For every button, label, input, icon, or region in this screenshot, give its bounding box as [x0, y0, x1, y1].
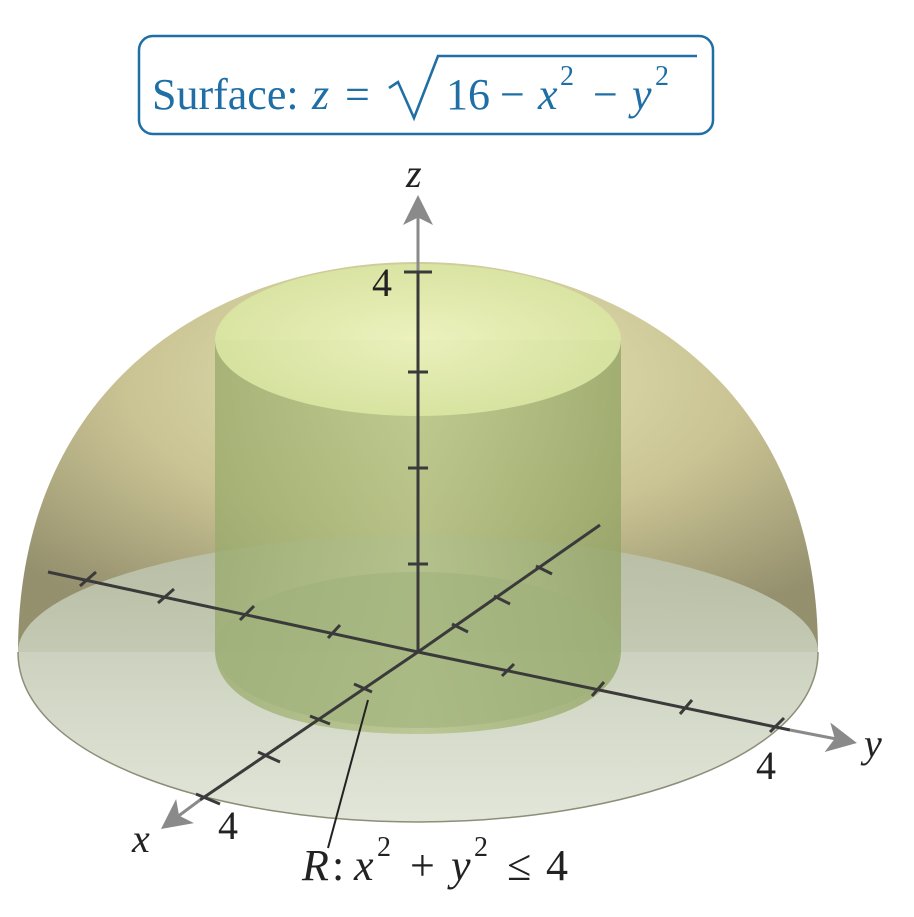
- region-y-exp: 2: [474, 832, 488, 863]
- radicand-minus-2: −: [593, 70, 618, 119]
- x-axis-label: x: [131, 816, 150, 861]
- radicand-y: y: [628, 70, 652, 119]
- y-axis-arrow-icon: [789, 722, 857, 752]
- x-axis-negative: [417, 523, 601, 654]
- radical-sign-icon: [388, 54, 697, 122]
- base-disk-edge: [17, 651, 819, 823]
- region-colon: :: [332, 841, 344, 890]
- surface-var-z: z: [311, 70, 329, 119]
- z-axis-label: z: [405, 151, 422, 196]
- region-leader-line: [327, 699, 369, 849]
- region-x: x: [353, 841, 374, 890]
- axes: [47, 195, 857, 829]
- region-label: R : x 2 + y 2 ≤ 4: [301, 832, 568, 890]
- radicand-x-exp: 2: [560, 61, 574, 92]
- surface-label: Surface:: [152, 70, 299, 119]
- surface-equation-box: Surface: z = 16 − x 2 − y 2: [137, 34, 715, 136]
- x-axis: [199, 650, 419, 802]
- radicand-y-exp: 2: [655, 61, 669, 92]
- tick-marks: [79, 370, 786, 806]
- y-axis-label: y: [860, 721, 882, 766]
- region-leq: ≤: [507, 841, 531, 890]
- region-r: R: [301, 841, 329, 890]
- z-tick-label: 4: [372, 260, 392, 305]
- y-axis: [417, 650, 791, 732]
- region-value: 4: [546, 841, 568, 890]
- radicand-minus-1: −: [500, 70, 525, 119]
- y-axis-negative: [47, 570, 419, 654]
- radicand-const: 16: [446, 70, 490, 119]
- region-y: y: [447, 841, 471, 890]
- surface-equals: =: [345, 70, 370, 119]
- x-tick-label: 4: [218, 803, 238, 848]
- region-plus: +: [410, 841, 435, 890]
- x-axis-arrow-icon: [160, 798, 201, 829]
- radicand-x: x: [537, 70, 558, 119]
- y-tick-label: 4: [756, 743, 776, 788]
- region-x-exp: 2: [377, 832, 391, 863]
